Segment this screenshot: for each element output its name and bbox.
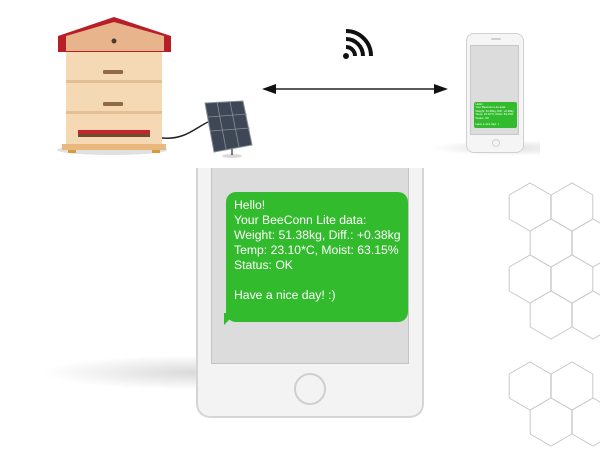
message-weight: Weight: 51.38kg, Diff.: +0.38kg <box>234 228 401 242</box>
beehive-icon <box>57 17 171 155</box>
small-home-button <box>492 139 500 147</box>
small-phone-screen: Hello! Your BeeConn Lite data: Weight: 5… <box>470 45 519 135</box>
message-intro: Your BeeConn Lite data: <box>234 213 367 227</box>
small-message-line: Weight: 51.38kg, Diff.: +0.38kg <box>475 108 514 113</box>
message-signoff: Have a nice day! :) <box>234 288 336 302</box>
small-message-line: Your BeeConn Lite data: <box>475 105 506 110</box>
message-temperature: Temp: 23.10*C, Moist: 63.15% <box>234 243 399 257</box>
message-blank-line <box>234 273 400 288</box>
small-phone-speaker <box>491 38 501 40</box>
sms-message-bubble: Hello! Your BeeConn Lite data: Weight: 5… <box>226 192 408 322</box>
small-message-line: Status: OK <box>475 115 490 120</box>
solar-panel-icon <box>204 100 253 158</box>
message-bubble-tail <box>224 313 236 325</box>
small-message-line: Have a nice day! :) <box>475 122 499 127</box>
smartphone-icon: Hello! Your BeeConn Lite data: Weight: 5… <box>466 33 524 153</box>
message-status: Status: OK <box>234 258 293 272</box>
phone-screen: Hello! Your BeeConn Lite data: Weight: 5… <box>211 168 409 364</box>
small-message-bubble: Hello! Your BeeConn Lite data: Weight: 5… <box>474 102 517 128</box>
big-smartphone: Hello! Your BeeConn Lite data: Weight: 5… <box>196 168 424 418</box>
home-button <box>294 373 326 405</box>
message-greeting: Hello! <box>234 198 266 212</box>
hexagon-cell <box>571 397 600 447</box>
small-message-line: Temp: 23.10*C, Moist: 63.15% <box>475 112 514 117</box>
small-message-line: Hello! <box>475 102 483 106</box>
hexagon-cell <box>571 290 600 340</box>
